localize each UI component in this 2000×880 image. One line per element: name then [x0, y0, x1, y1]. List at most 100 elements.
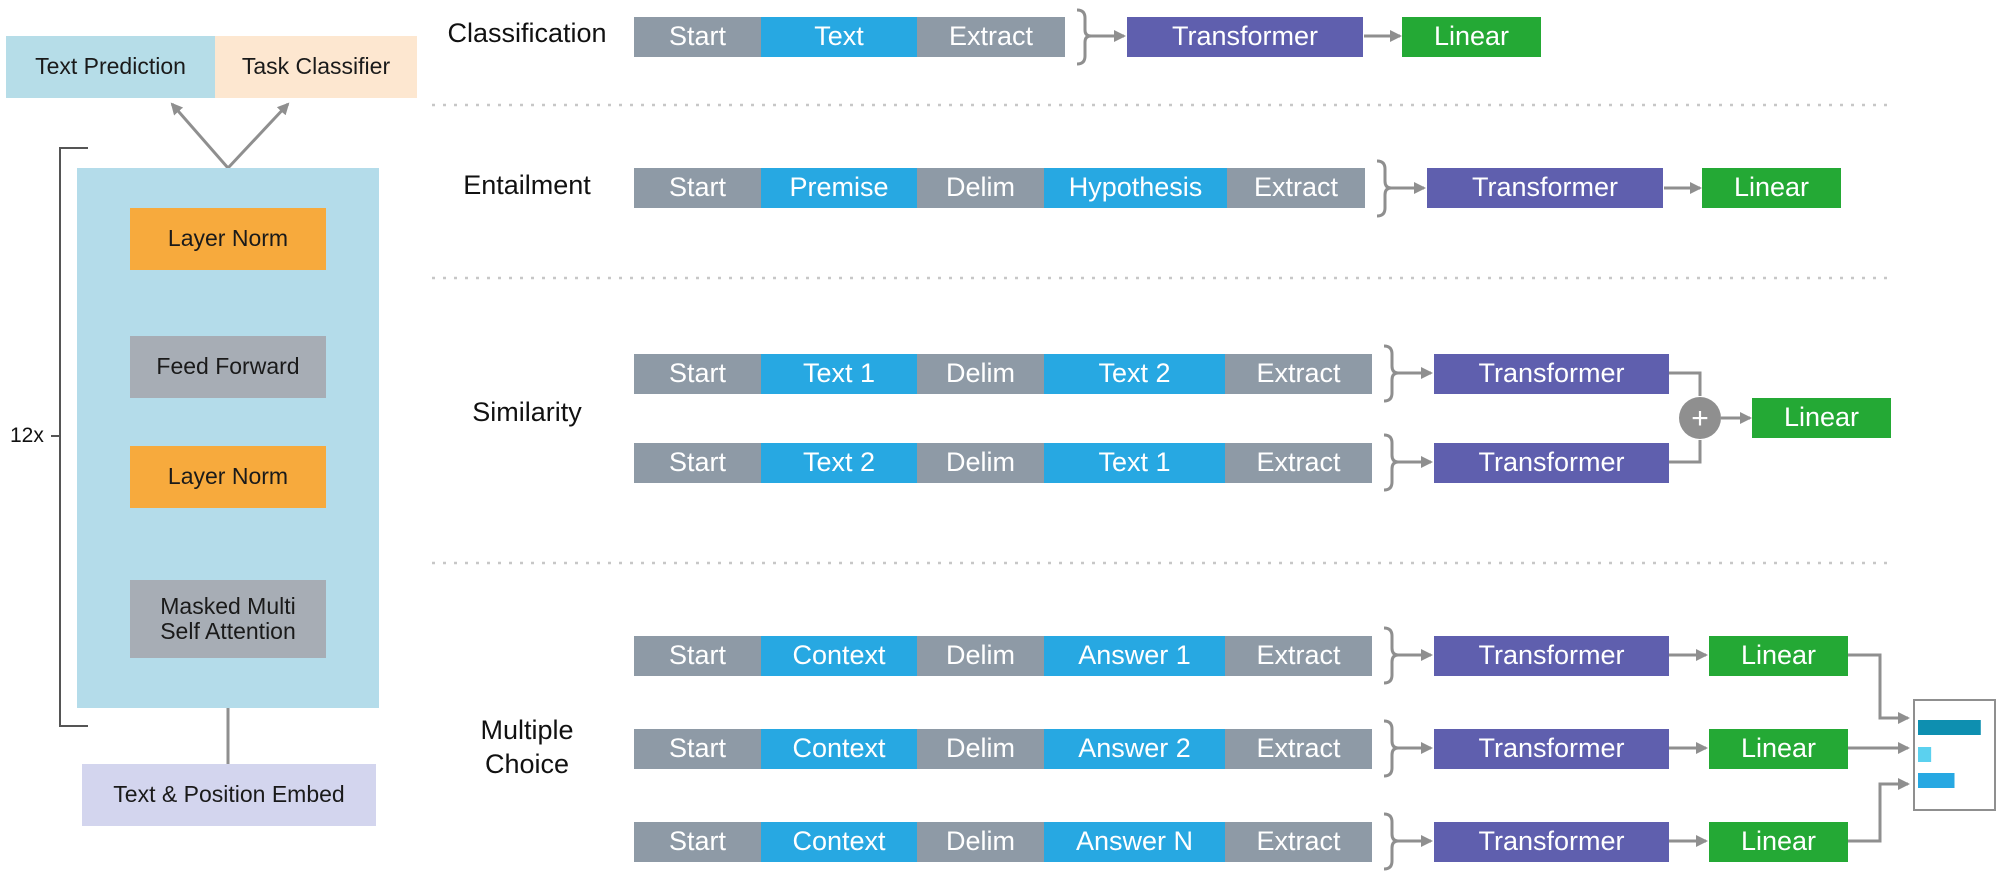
linear-box: Linear	[1702, 168, 1841, 208]
token-label: Context	[792, 826, 886, 857]
multiple-choice-label: Multiple Choice	[432, 714, 622, 782]
feed-forward-label: Feed Forward	[156, 353, 300, 380]
token-label: Premise	[789, 172, 889, 203]
token-hypothesis: Hypothesis	[1044, 168, 1227, 208]
mc-output-box	[1913, 699, 1996, 811]
linear-label: Linear	[1740, 733, 1817, 764]
token-label: Start	[668, 172, 727, 203]
token-extract: Extract	[1225, 354, 1372, 394]
token-label: Delim	[945, 447, 1015, 478]
token-label: Extract	[1256, 733, 1341, 764]
task-classifier-box: Task Classifier	[215, 36, 417, 98]
token-answer-2: Answer 2	[1044, 729, 1225, 769]
token-extract: Extract	[917, 17, 1065, 57]
token-label: Context	[792, 640, 886, 671]
token-start: Start	[634, 17, 761, 57]
token-label: Delim	[945, 640, 1015, 671]
transformer-box: Transformer	[1427, 168, 1663, 208]
task-classifier-label: Task Classifier	[241, 53, 391, 80]
layer-norm-bottom: Layer Norm	[130, 446, 326, 508]
token-extract: Extract	[1225, 443, 1372, 483]
arrow-mc-out-3	[1848, 778, 1910, 843]
linear-box: Linear	[1709, 729, 1848, 769]
classification-label: Classification	[447, 18, 607, 48]
brace-sim-2	[1383, 433, 1399, 492]
layer-norm-label: Layer Norm	[167, 463, 289, 490]
token-label: Delim	[945, 733, 1015, 764]
token-label: Context	[792, 733, 886, 764]
linear-box: Linear	[1709, 822, 1848, 862]
mc-output-bar-3	[1918, 773, 1955, 788]
token-label: Extract	[1256, 358, 1341, 389]
layer-norm-top: Layer Norm	[130, 208, 326, 270]
transformer-label: Transformer	[1478, 826, 1625, 857]
repeat-count-label: 12x	[10, 424, 44, 447]
arrow-to-task-classifier	[226, 102, 290, 170]
arrow-to-text-prediction	[170, 102, 230, 169]
token-label: Start	[668, 358, 727, 389]
transformer-box: Transformer	[1434, 443, 1669, 483]
token-text-2: Text 2	[1044, 354, 1225, 394]
token-label: Delim	[945, 358, 1015, 389]
brace-classification	[1076, 8, 1092, 66]
token-extract: Extract	[1225, 636, 1372, 676]
token-label: Text	[814, 21, 864, 52]
multiple-choice-label-line1: Multiple	[480, 715, 574, 745]
token-label: Extract	[1256, 640, 1341, 671]
brace-mc-2	[1383, 719, 1399, 778]
token-label: Text 2	[802, 447, 876, 478]
token-text-2: Text 2	[761, 443, 917, 483]
token-label: Start	[668, 21, 727, 52]
transformer-label: Transformer	[1478, 447, 1625, 478]
brace-sim-1	[1383, 344, 1399, 403]
brace-entailment	[1376, 159, 1392, 218]
token-text-1: Text 1	[1044, 443, 1225, 483]
entailment-label: Entailment	[463, 170, 591, 200]
token-start: Start	[634, 636, 761, 676]
brace-mc-1	[1383, 626, 1399, 685]
linear-box: Linear	[1709, 636, 1848, 676]
token-delim: Delim	[917, 636, 1044, 676]
attention-label-line1: Masked Multi	[160, 592, 296, 619]
token-answer-1: Answer 1	[1044, 636, 1225, 676]
text-position-embed-box: Text & Position Embed	[82, 764, 376, 826]
token-text-1: Text 1	[761, 354, 917, 394]
token-extract: Extract	[1225, 729, 1372, 769]
multiple-choice-label-line2: Choice	[484, 748, 570, 779]
token-start: Start	[634, 168, 761, 208]
transformer-label: Transformer	[1478, 640, 1625, 671]
token-label: Answer 2	[1078, 733, 1191, 764]
token-label: Extract	[1256, 447, 1341, 478]
token-label: Delim	[945, 826, 1015, 857]
token-start: Start	[634, 822, 761, 862]
linear-label: Linear	[1740, 826, 1817, 857]
plus-icon: +	[1691, 402, 1709, 435]
token-label: Extract	[1253, 172, 1339, 203]
mc-output-bar-1	[1918, 720, 1981, 735]
token-context: Context	[761, 729, 917, 769]
token-label: Start	[668, 826, 727, 857]
transformer-label: Transformer	[1478, 358, 1625, 389]
linear-box: Linear	[1752, 398, 1891, 438]
transformer-label: Transformer	[1171, 21, 1319, 52]
masked-self-attention-box: Masked Multi Self Attention	[130, 580, 326, 658]
linear-label: Linear	[1783, 402, 1860, 433]
token-context: Context	[761, 636, 917, 676]
token-label: Start	[668, 640, 727, 671]
similarity-add-node: +	[1679, 397, 1721, 439]
token-answer-n: Answer N	[1044, 822, 1225, 862]
token-start: Start	[634, 443, 761, 483]
token-label: Answer 1	[1078, 640, 1191, 671]
text-prediction-label: Text Prediction	[35, 53, 186, 80]
token-start: Start	[634, 729, 761, 769]
token-label: Text 1	[1098, 447, 1171, 478]
layer-norm-label: Layer Norm	[167, 225, 289, 252]
token-delim: Delim	[917, 168, 1044, 208]
token-label: Text 1	[802, 358, 876, 389]
token-label: Start	[668, 733, 727, 764]
linear-label: Linear	[1740, 640, 1817, 671]
arrow-mc-out-1	[1848, 653, 1910, 724]
token-extract: Extract	[1227, 168, 1365, 208]
token-label: Answer N	[1075, 826, 1194, 857]
